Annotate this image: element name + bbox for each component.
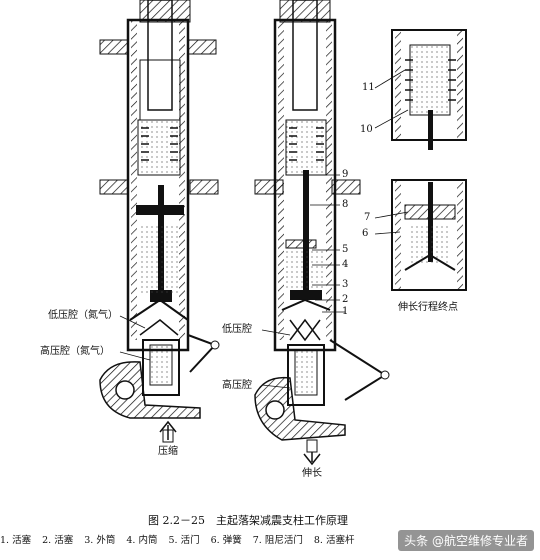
part-number-1: 1 (342, 306, 349, 317)
legend-item: 8. 活塞杆 (313, 535, 355, 546)
high-pressure-chamber-label-mid: 高压腔 (222, 380, 252, 391)
detail-views (374, 29, 467, 291)
figure-caption: 图 2.2－25 主起落架减震支柱工作原理 (148, 514, 348, 527)
legend-item: 4. 内筒 (126, 535, 158, 546)
part-number-8: 8 (342, 199, 349, 210)
legend-item: 3. 外筒 (84, 535, 116, 546)
part-number-2: 2 (342, 294, 349, 305)
high-pressure-chamber-label-left: 高压腔（氮气） (40, 346, 110, 357)
part-number-7: 7 (364, 212, 371, 223)
middle-strut (254, 0, 390, 466)
part-number-5: 5 (342, 244, 349, 255)
legend-item: 6. 弹簧 (210, 535, 242, 546)
low-pressure-chamber-label-left: 低压腔（氮气） (48, 310, 118, 321)
watermark: 头条 @航空维修专业者 (398, 530, 534, 551)
legend-item: 2. 活塞 (42, 535, 74, 546)
part-number-3: 3 (342, 279, 349, 290)
legend-item: 7. 阻尼活门 (252, 535, 303, 546)
legend-item: 1. 活塞 (0, 535, 32, 546)
compress-label: 压缩 (158, 446, 178, 457)
left-strut (99, 0, 220, 443)
low-pressure-chamber-label-mid: 低压腔 (222, 324, 252, 335)
parts-legend: 1. 活塞 2. 活塞 3. 外筒 4. 内筒 5. 活门 6. 弹簧 7. 阻… (0, 532, 540, 546)
end-of-extension-label: 伸长行程终点 (398, 302, 458, 313)
part-number-11: 11 (362, 82, 375, 93)
part-number-4: 4 (342, 259, 349, 270)
part-number-6: 6 (362, 228, 369, 239)
part-number-9: 9 (342, 169, 349, 180)
part-number-10: 10 (360, 124, 373, 135)
legend-item: 5. 活门 (168, 535, 200, 546)
extend-label: 伸长 (302, 468, 322, 479)
